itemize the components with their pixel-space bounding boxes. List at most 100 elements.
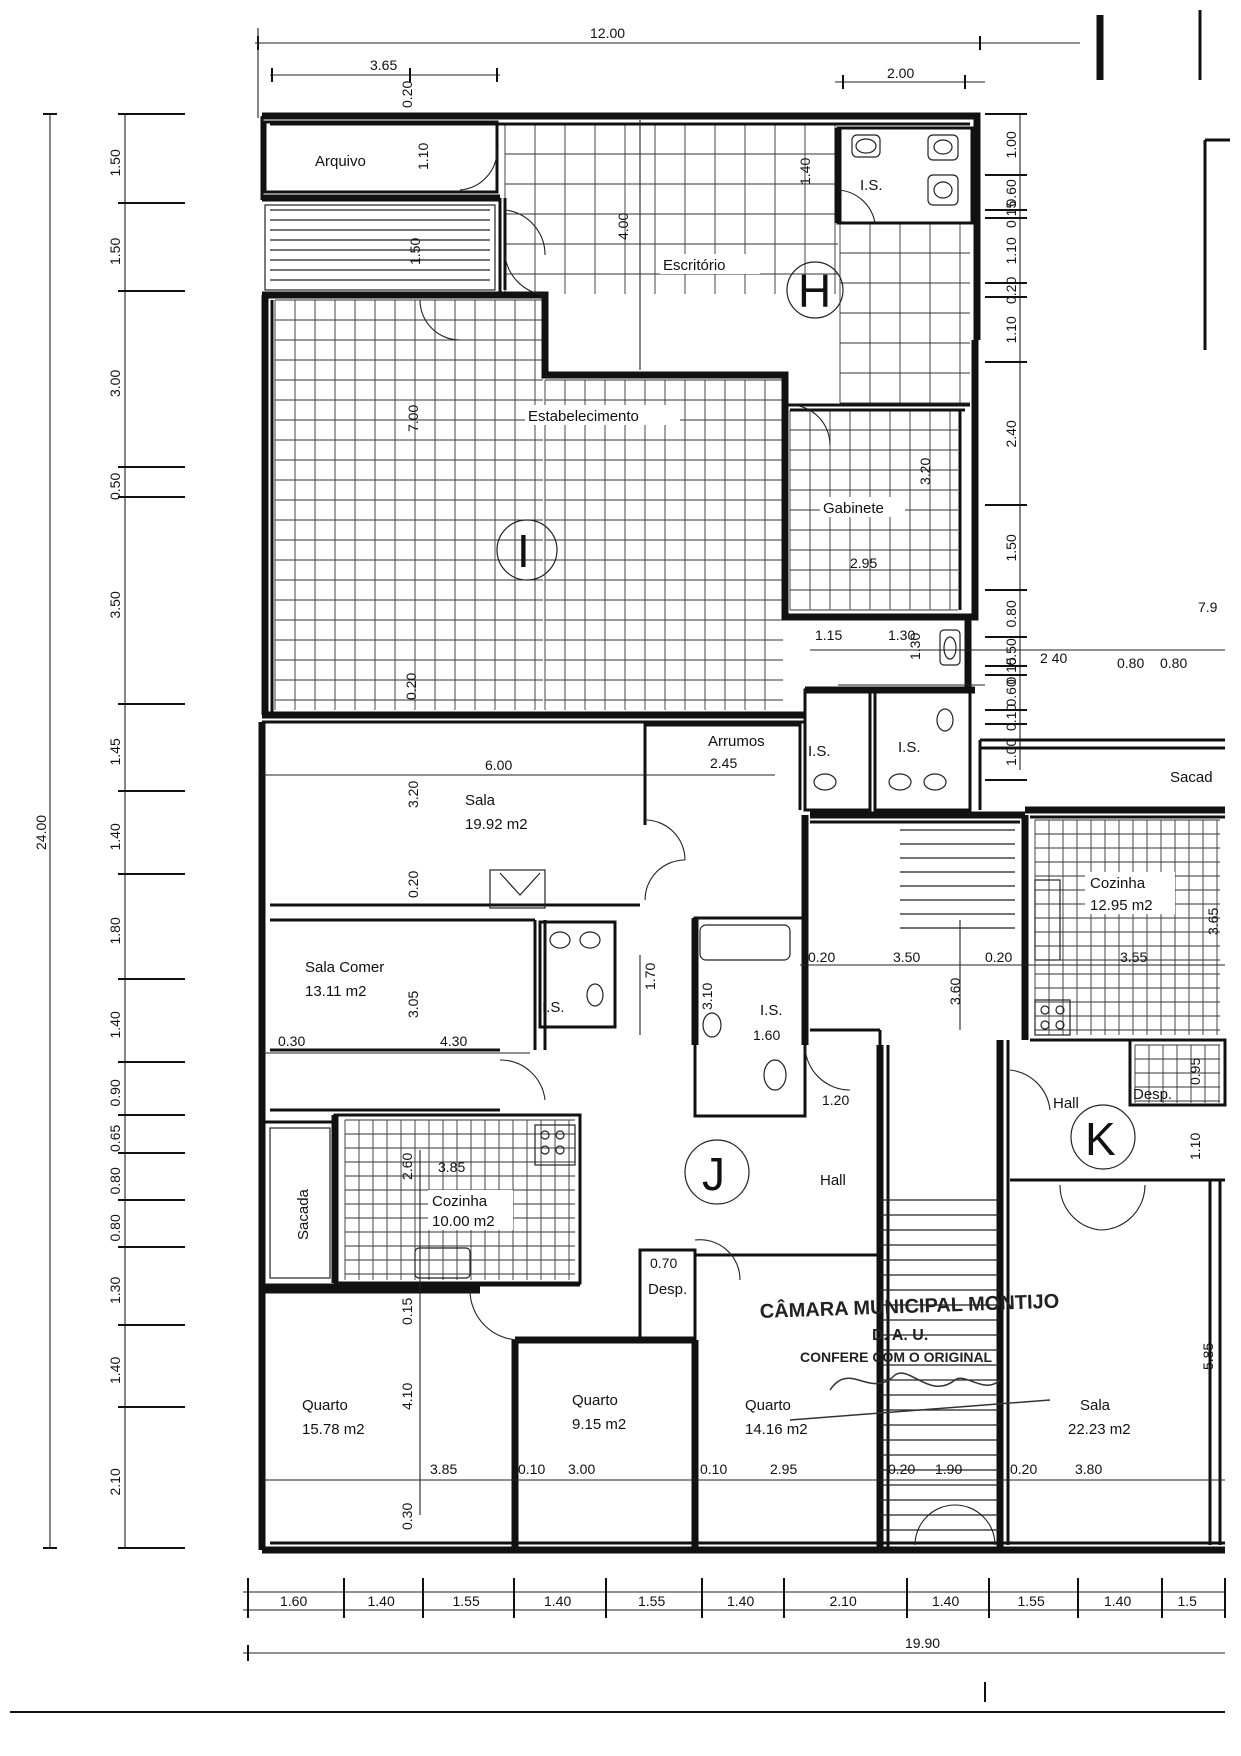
- dim-385b: 3.85: [430, 1461, 457, 1477]
- dim-top-right: 2.00: [887, 65, 914, 81]
- dim-350: 3.50: [893, 949, 920, 965]
- signature-scribble: [829, 1372, 1001, 1391]
- dim-385a: 3.85: [438, 1159, 465, 1175]
- dim-right-1: 0.60: [1003, 179, 1019, 206]
- dim-bottom-9: 1.40: [1104, 1593, 1131, 1609]
- room-label-is-3: I.S.: [898, 739, 921, 756]
- dim-305: 3.05: [405, 991, 421, 1018]
- room-label-quarto-2-area: 9.15 m2: [572, 1416, 626, 1433]
- dim-right-10: 0.15: [1003, 657, 1019, 684]
- room-label-arrumos-dim: 2.45: [710, 755, 737, 771]
- door-swings: [419, 149, 1146, 1546]
- dim-295b: 2.95: [770, 1461, 797, 1477]
- room-label-quarto-1-area: 15.78 m2: [302, 1421, 365, 1438]
- dim-bottom-7: 1.40: [932, 1593, 959, 1609]
- room-label-quarto-3-area: 14.16 m2: [745, 1421, 808, 1438]
- room-label-quarto-1: Quarto: [302, 1397, 348, 1414]
- room-label-hall-k: Hall: [1053, 1095, 1079, 1112]
- room-label-quarto-3: Quarto: [745, 1397, 791, 1414]
- dim-79: 7.9: [1198, 599, 1218, 615]
- dim-160: 1.60: [753, 1027, 780, 1043]
- dim-170: 1.70: [642, 963, 658, 990]
- room-label-gabinete: Gabinete: [823, 500, 884, 517]
- dim-140: 1.40: [797, 158, 813, 185]
- dim-left-13: 1.30: [107, 1277, 123, 1304]
- dim-bottom-4: 1.55: [638, 1593, 665, 1609]
- unit-h-mark: H: [798, 265, 831, 317]
- dim-left-14: 1.40: [107, 1357, 123, 1384]
- dim-right-4: 0.20: [1003, 277, 1019, 304]
- dim-310: 3.10: [699, 983, 715, 1010]
- dim-bottom-1: 1.40: [368, 1593, 395, 1609]
- unit-j-mark: J: [702, 1148, 725, 1200]
- signature-stroke: [789, 1399, 1051, 1421]
- dim-030b: 0.30: [399, 1503, 415, 1530]
- room-label-is-4: I.S.: [542, 999, 565, 1016]
- dim-left-12: 0.80: [107, 1214, 123, 1241]
- dim-300: 3.00: [568, 1461, 595, 1477]
- dim-left-0: 1.50: [107, 149, 123, 176]
- dim-020e: 0.20: [888, 1461, 915, 1477]
- dim-320b: 3.20: [405, 781, 421, 808]
- dim-bottom-2: 1.55: [453, 1593, 480, 1609]
- room-label-sala-j: Sala: [465, 792, 496, 809]
- dim-015: 0.15: [399, 1298, 415, 1325]
- dim-150: 1.50: [407, 238, 423, 265]
- right-dimension-lines: 1.000.600.151.100.201.102.401.500.800.50…: [985, 113, 1027, 781]
- dim-left-1: 1.50: [107, 238, 123, 265]
- dim-left-6: 1.40: [107, 823, 123, 850]
- unit-j-circle: [684, 1139, 750, 1205]
- interior-dimensions: 1.10 1.50 4.00 1.40 7.00 3.20 2.95 0.20 …: [262, 120, 1225, 1530]
- dim-585: 5.85: [1200, 1343, 1216, 1370]
- dim-115: 1.15: [815, 627, 842, 643]
- dim-right-8: 0.80: [1003, 600, 1019, 627]
- dim-right-0: 1.00: [1003, 131, 1019, 158]
- unit-k-circle: [1070, 1104, 1136, 1170]
- dim-right-12: 0.10: [1003, 704, 1019, 731]
- dim-bottom-0: 1.60: [280, 1593, 307, 1609]
- dim-110: 1.10: [415, 143, 431, 170]
- left-dimension-lines: 24.00 1.501.503.000.503.501.451.401.801.…: [33, 113, 185, 1549]
- dim-top-wall: 0.20: [399, 81, 415, 108]
- dim-bottom-8: 1.55: [1018, 1593, 1045, 1609]
- room-label-arrumos: Arrumos: [708, 733, 765, 750]
- dim-right-5: 1.10: [1003, 316, 1019, 343]
- dim-bottom-6: 2.10: [830, 1593, 857, 1609]
- room-label-arquivo: Arquivo: [315, 153, 366, 170]
- top-dimension-lines: 12.00 3.65 0.20 2.00: [255, 25, 1080, 118]
- dim-080b: 0.80: [1160, 655, 1187, 671]
- room-label-sacada-right: Sacad: [1170, 769, 1213, 786]
- floor-tile-grids: [274, 123, 1220, 1280]
- dim-020b: 0.20: [405, 871, 421, 898]
- dim-360: 3.60: [947, 978, 963, 1005]
- dim-bottom-5: 1.40: [727, 1593, 754, 1609]
- unit-i-mark: I: [517, 525, 530, 577]
- room-label-sala-j-area: 19.92 m2: [465, 816, 528, 833]
- room-label-sala-comer: Sala Comer: [305, 959, 384, 976]
- dim-355: 3.55: [1120, 949, 1147, 965]
- dim-left-11: 0.80: [107, 1167, 123, 1194]
- dim-010a: 0.10: [518, 1461, 545, 1477]
- dim-095: 0.95: [1187, 1058, 1203, 1085]
- dim-left-15: 2.10: [107, 1468, 123, 1495]
- unit-markers: H I J K: [496, 261, 1136, 1205]
- dim-110b: 1.10: [1187, 1133, 1203, 1160]
- room-label-desp-k: Desp.: [1133, 1086, 1172, 1103]
- unit-i-circle: [496, 519, 558, 581]
- dim-365: 3.65: [1205, 908, 1221, 935]
- dim-top-total: 12.00: [590, 25, 625, 41]
- dim-070: 0.70: [650, 1255, 677, 1271]
- exterior-walls: [258, 10, 1230, 1554]
- room-label-sala-k: Sala: [1080, 1397, 1111, 1414]
- dim-left-9: 0.90: [107, 1079, 123, 1106]
- dim-120: 1.20: [822, 1092, 849, 1108]
- room-label-quarto-2: Quarto: [572, 1392, 618, 1409]
- dim-130b: 1.30: [907, 633, 923, 660]
- dim-right-2: 0.15: [1003, 201, 1019, 228]
- sanitary-fixtures: [414, 134, 1071, 1279]
- dim-right-6: 2.40: [1003, 420, 1019, 447]
- dim-top-left: 3.65: [370, 57, 397, 73]
- dim-left-3: 0.50: [107, 473, 123, 500]
- dim-700: 7.00: [405, 405, 421, 432]
